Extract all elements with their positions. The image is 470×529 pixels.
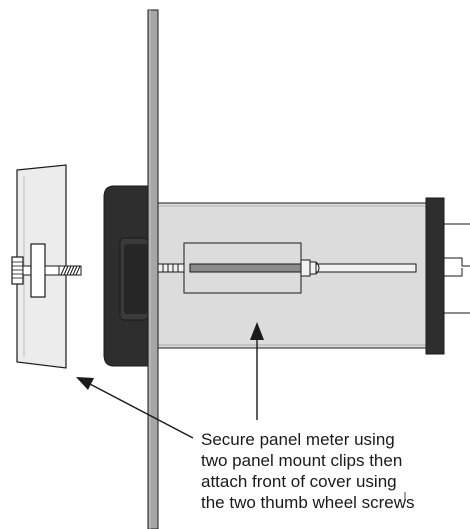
caption-line-3: attach front of cover using [201,472,397,491]
front-bezel [103,185,149,367]
rear-terminal-block [425,197,445,355]
panel-mount-clip [157,242,417,294]
caption-line-4: the two thumb wheel screws [201,493,415,512]
caption-line-1: Secure panel meter using [201,430,395,449]
rear-connector-pins [444,223,470,314]
caption-line-2: two panel mount clips then [201,451,403,470]
thumb-wheel-screw [11,243,82,298]
mounting-panel [147,9,159,529]
instruction-caption: Secure panel meter using two panel mount… [201,429,469,513]
cover-pointer-arrow [76,377,194,439]
clip-pointer-arrow [250,322,264,420]
